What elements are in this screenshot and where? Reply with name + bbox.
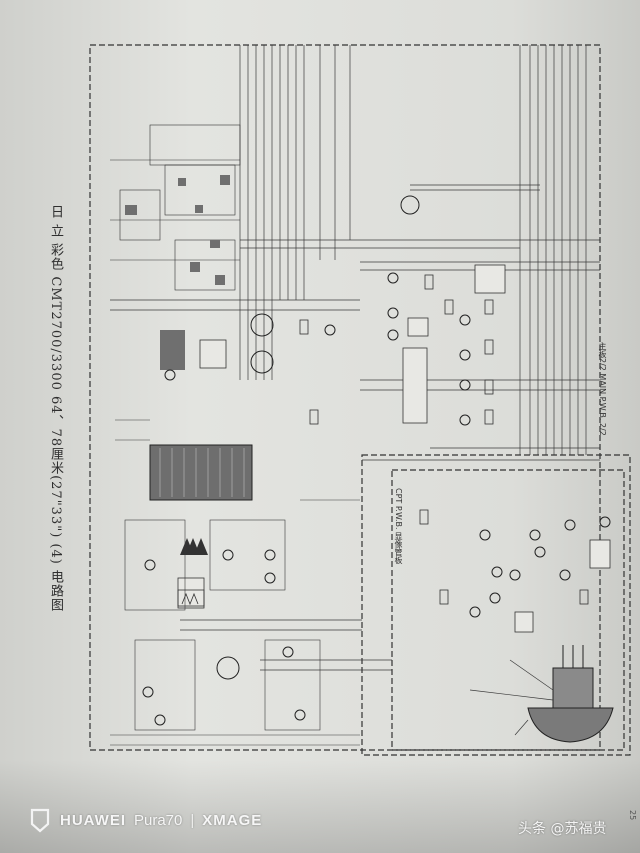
huawei-logo-icon <box>30 808 50 833</box>
camera-watermark: HUAWEI Pura70 | XMAGE <box>28 807 262 833</box>
source-credit: 头条 @苏福贵 <box>518 821 607 837</box>
crt-tube <box>527 645 614 743</box>
bus-lines <box>239 45 587 455</box>
watermark-model: Pura70 <box>134 811 183 829</box>
page-number: 25 <box>628 810 637 821</box>
component-blocks <box>125 175 230 370</box>
connectors <box>177 264 611 633</box>
watermark-separator: | <box>190 811 195 829</box>
upper-left-block <box>110 124 241 291</box>
lower-left-wiring <box>110 419 360 746</box>
horizontal-wires <box>110 184 600 671</box>
resistors <box>299 274 589 605</box>
cpt-board-label: CPT P.W.B. 显像管板 <box>394 488 403 565</box>
main-ic <box>149 444 253 501</box>
watermark-xmage: XMAGE <box>202 811 263 829</box>
transistors <box>142 195 611 726</box>
board-outlines <box>89 44 631 756</box>
ic-symbols <box>180 538 208 555</box>
page-title: 日 立 彩色 CMT2700/3300 64、78厘米(27"33") (4) … <box>48 205 63 612</box>
watermark-brand: HUAWEI <box>60 811 126 829</box>
waveform-box <box>177 589 205 609</box>
main-board-label: 主板2/2 MAIN P.W.B. 2/2 <box>598 342 607 436</box>
crt-pins <box>469 659 554 736</box>
